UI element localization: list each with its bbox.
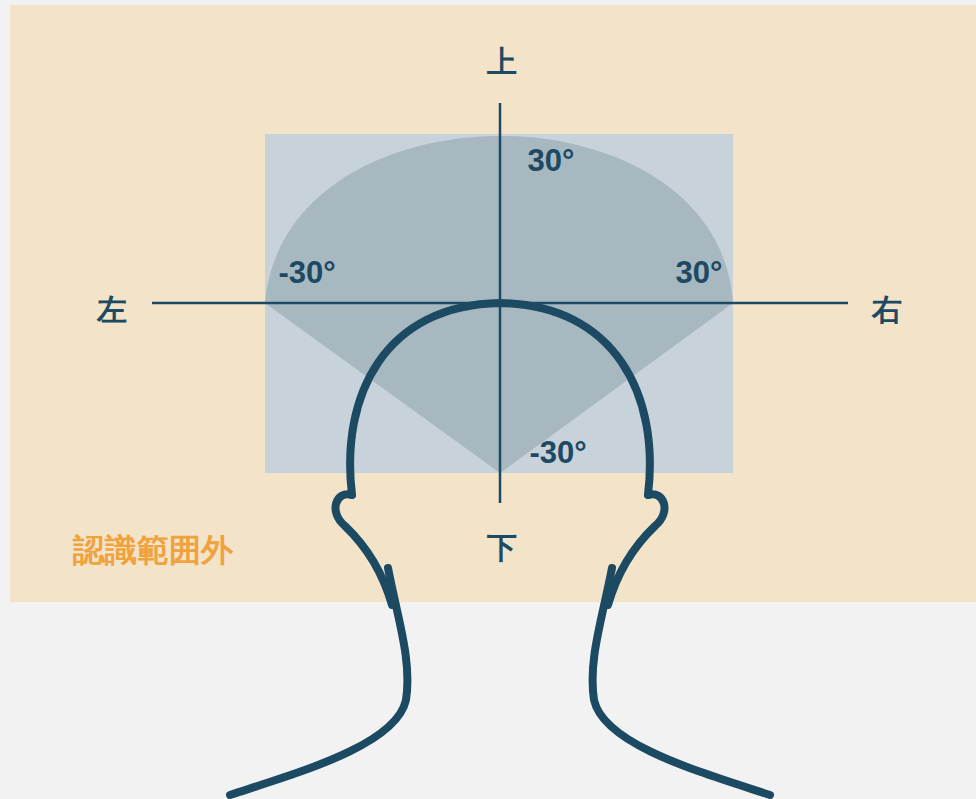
direction-label: 左: [97, 295, 127, 325]
angle-label: 30°: [676, 257, 723, 288]
region-area: 認識範囲外: [10, 5, 976, 602]
angle-label: 30°: [528, 145, 575, 176]
neck-left: [230, 568, 407, 795]
head-outline: [350, 303, 650, 495]
direction-label: 下: [487, 533, 517, 563]
neck-right: [593, 568, 770, 795]
direction-label: 上: [487, 47, 517, 77]
angle-label: -30°: [278, 257, 335, 288]
left-ear: [336, 494, 392, 605]
angle-label: -30°: [529, 437, 586, 468]
region-label: 認識範囲外: [73, 534, 233, 566]
out-of-range-region: [10, 5, 976, 602]
direction-label: 右: [872, 295, 902, 325]
right-ear: [608, 494, 664, 605]
